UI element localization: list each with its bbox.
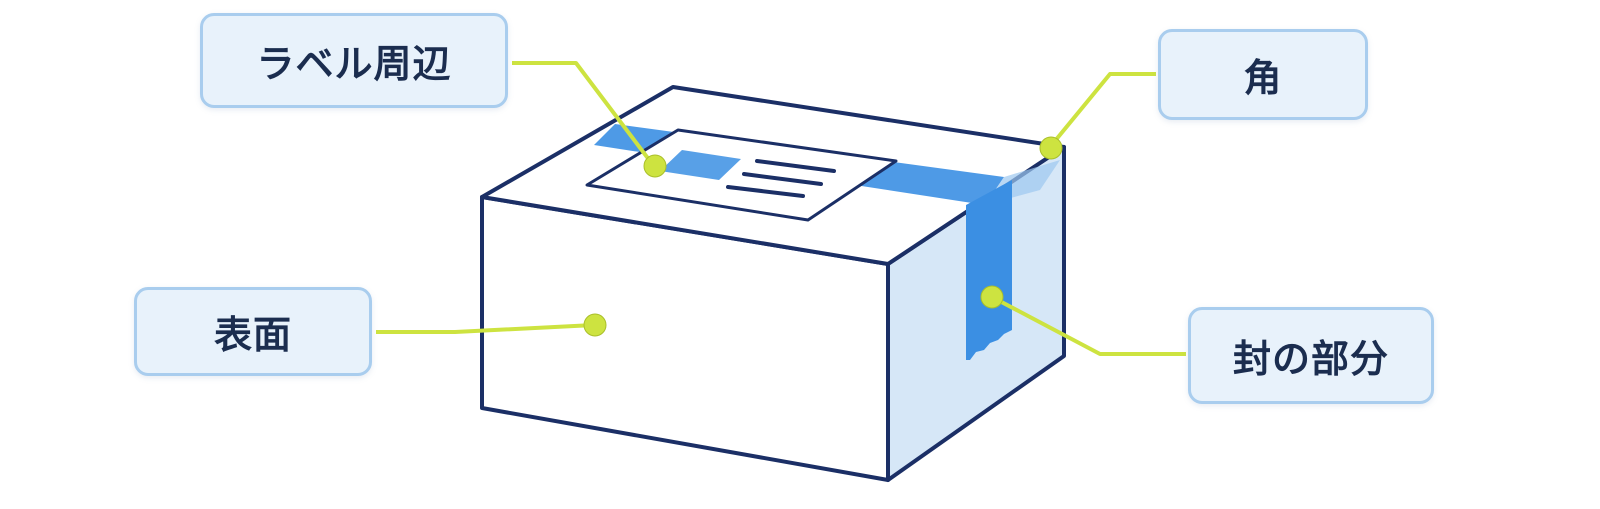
dot-label-area [643,154,667,178]
leader-surface [376,323,595,334]
callout-corner-text: 角 [1243,56,1283,100]
leader-seal [991,295,1186,356]
tape-side-strip [966,180,1012,360]
dot-seal [980,285,1004,309]
callout-label-area: ラベル周辺 [200,13,508,108]
dot-corner [1039,136,1063,160]
callout-corner: 角 [1158,29,1368,120]
leader-corner [1048,72,1156,149]
dot-surface [583,313,607,337]
callout-label-area-text: ラベル周辺 [256,42,452,86]
callout-surface: 表面 [134,287,372,376]
leader-label-area [512,61,655,167]
shipping-label-icon [585,128,898,222]
callout-seal-text: 封の部分 [1232,337,1389,381]
callout-surface-text: 表面 [213,313,292,357]
callout-seal: 封の部分 [1188,307,1434,404]
